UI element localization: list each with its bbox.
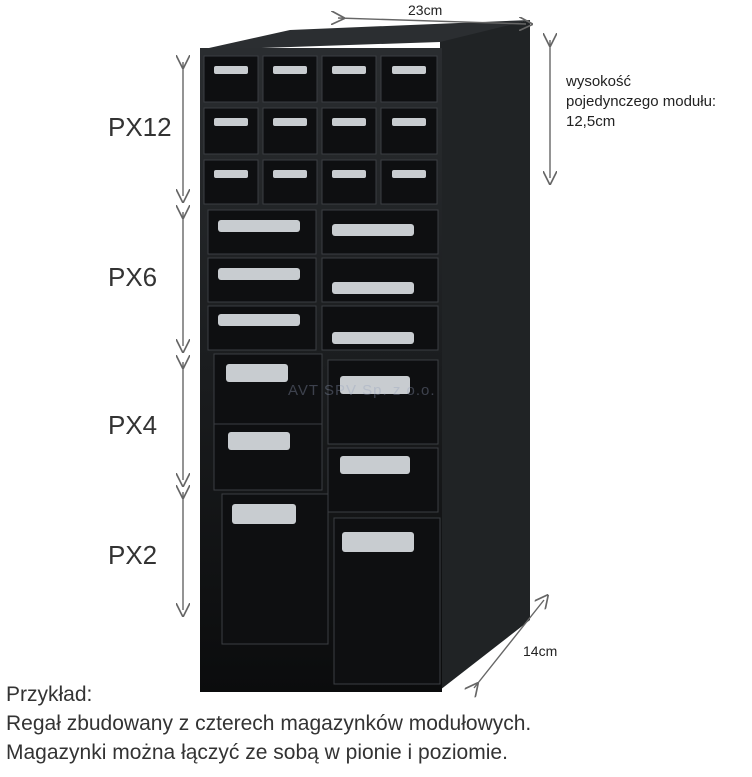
- cabinet-side-panel: [440, 20, 530, 690]
- height-note-line-2: pojedynczego modułu:: [566, 93, 717, 110]
- px6-handles: [218, 220, 414, 344]
- px2-handles: [232, 504, 414, 552]
- module-label-px6: PX6: [108, 262, 158, 292]
- caption-line-2: Magazynki można łączyć ze sobą w pionie …: [6, 741, 508, 764]
- px12-drawers: [203, 55, 438, 205]
- module-px4: [213, 353, 439, 513]
- depth-label: 14cm: [523, 643, 558, 659]
- module-px6: [207, 209, 439, 351]
- watermark: AVT SPV Sp. z o.o.: [288, 382, 436, 399]
- module-label-px12: PX12: [108, 112, 172, 142]
- caption-line-1: Regał zbudowany z czterech magazynków mo…: [6, 712, 532, 735]
- caption-title: Przykład:: [6, 683, 93, 706]
- height-note-line-1: wysokość: [566, 73, 632, 90]
- module-px12: [203, 55, 438, 205]
- height-note-line-3: 12,5cm: [566, 113, 616, 130]
- module-height-note: wysokość pojedynczego modułu: 12,5cm: [566, 72, 716, 132]
- px12-handles: [214, 66, 426, 178]
- depth-arrow: [474, 600, 544, 688]
- px4-handles: [226, 364, 410, 474]
- module-label-px4: PX4: [108, 410, 158, 440]
- width-label: 23cm: [408, 2, 443, 18]
- module-px2: [221, 493, 441, 685]
- module-label-px2: PX2: [108, 540, 158, 570]
- width-arrow: [338, 18, 526, 24]
- caption: Przykład: Regał zbudowany z czterech mag…: [6, 680, 531, 767]
